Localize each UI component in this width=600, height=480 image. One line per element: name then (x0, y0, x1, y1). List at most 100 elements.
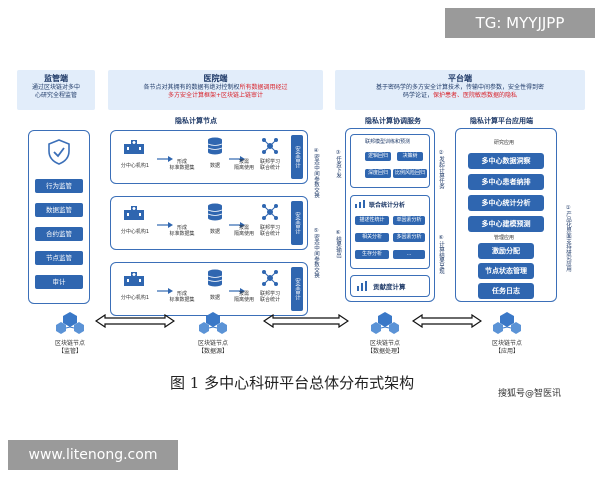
tg-watermark: TG: MYYJJPP (445, 8, 595, 38)
regulator-item: 审计 (35, 275, 83, 289)
model-chip: 逻辑回归 (365, 152, 391, 161)
regulator-item: 合约监管 (35, 227, 83, 241)
research-item: 多中心统计分析 (468, 195, 544, 211)
hospital-header-title: 医院端 (203, 74, 228, 83)
stats-chip: 相关分析 (355, 233, 389, 242)
step-dataset-label: 形成标准数据集 (165, 225, 199, 237)
step-federated-line2: 联合统计 (259, 231, 280, 237)
db-label: 数据 (209, 163, 220, 169)
step-isolate-line1: 按需 (238, 159, 249, 165)
blockchain-node: 区块链节点【数据源】 (188, 310, 238, 356)
step-isolate-line1: 按需 (238, 291, 249, 297)
step-federated-label: 联邦学习联合统计 (255, 159, 285, 171)
blockchain-node-icon (55, 310, 85, 340)
hospital-icon (123, 271, 145, 291)
step-isolate-line2: 隔离使用 (233, 165, 254, 171)
stats-chip: 单因素分析 (393, 216, 425, 225)
flow-param-exchange-bottom: ⑤密态中间参数交换 (313, 228, 319, 278)
step-federated-line1: 联邦学习 (259, 291, 280, 297)
flow-product-ui: ①产品化界面支持研究应用 (565, 205, 571, 272)
step-isolate-line2: 隔离使用 (233, 231, 254, 237)
hospital-icon (123, 139, 145, 159)
stats-chip: 生存分析 (355, 250, 389, 259)
security-audit-strip: 安全审计 (291, 201, 303, 245)
platform-header: 平台端 基于密码学的多方安全计算技术，传输中间参数，安全性得到密 码学论证，保护… (335, 70, 585, 110)
step-isolate-label: 按需隔离使用 (229, 291, 259, 303)
contribution-box: 贡献度计算 (350, 275, 430, 297)
arrow-right-icon (157, 147, 173, 166)
regulator-item: 数据监管 (35, 203, 83, 217)
manage-item: 节点状态管理 (478, 263, 534, 279)
model-chip: 比例风险回归 (393, 169, 427, 178)
step-dataset-label: 形成标准数据集 (165, 159, 199, 171)
application-panel: 研究应用 多中心数据洞察 多中心患者纳排 多中心统计分析 多中心建模预测 管理应… (455, 128, 557, 302)
regulator-item: 行为监管 (35, 179, 83, 193)
contribution-label: 贡献度计算 (373, 283, 406, 291)
regulator-header-line1: 通过区块链对多中 (31, 84, 80, 91)
blockchain-node-label: 区块链节点 (197, 340, 228, 347)
site-watermark-text: www.litenong.com (28, 447, 158, 463)
coordination-title: 隐私计算协调服务 (365, 117, 421, 125)
hospital-header-line1: 各节点对其拥有的数据有绝对控制权 (143, 84, 240, 91)
arrow-right-icon (229, 213, 245, 232)
hospital-header-line2: 多方安全计算框架+区块链上链审计 (167, 92, 264, 99)
hospital-header-line1-red: 所有数据调用经过 (239, 84, 288, 91)
flow-initiate-task: ②发起计算任务 (438, 150, 444, 189)
platform-header-line2-red: 保护患者、医院敏感数据的隐私 (433, 92, 518, 99)
security-audit-strip: 安全审计 (291, 135, 303, 179)
blockchain-node-label: 区块链节点 (369, 340, 400, 347)
regulator-header: 监管端 通过区块链对多中 心研究全程监管 (17, 70, 95, 110)
coordination-panel: 联邦模型训练和预测 逻辑回归 决策树 深度回归 比例风险回归 联合统计分析 描述… (345, 128, 435, 302)
step-dataset-line1: 形成 (176, 225, 187, 231)
platform-header-line1: 基于密码学的多方安全计算技术，传输中间参数，安全性得到密 (375, 84, 544, 91)
model-chip: 深度回归 (365, 169, 391, 178)
step-dataset-line1: 形成 (176, 159, 187, 165)
network-icon (261, 269, 279, 291)
blockchain-node-role: 【监管】 (57, 348, 82, 355)
database-icon (207, 269, 223, 291)
step-isolate-line2: 隔离使用 (233, 297, 254, 303)
institution-label: 分中心机构1 (120, 295, 150, 301)
stats-chip: 描述性统计 (355, 216, 389, 225)
step-dataset-line2: 标准数据集 (169, 231, 195, 237)
regulator-header-line2: 心研究全程监管 (34, 92, 77, 99)
bar-chart-icon (355, 200, 365, 208)
stats-chip: ... (393, 250, 425, 259)
stats-chip: 多因素分析 (393, 233, 425, 242)
research-item: 多中心建模预测 (468, 216, 544, 232)
site-watermark: www.litenong.com (8, 440, 178, 470)
step-isolate-label: 按需隔离使用 (229, 159, 259, 171)
blockchain-node-icon (198, 310, 228, 340)
node-arrow-1 (95, 314, 175, 328)
hospital-icon (123, 205, 145, 225)
arrow-right-icon (229, 147, 245, 166)
institution-label: 分中心机构1 (120, 163, 150, 169)
regulator-header-title: 监管端 (44, 74, 68, 83)
model-training-title: 联邦模型训练和预测 (365, 139, 411, 145)
institution-label: 分中心机构1 (120, 229, 150, 235)
joint-stats-group: 联合统计分析 描述性统计 单因素分析 相关分析 多因素分析 生存分析 ... (350, 195, 430, 269)
research-item: 多中心患者纳排 (468, 174, 544, 190)
network-icon (261, 137, 279, 159)
step-federated-label: 联邦学习联合统计 (255, 225, 285, 237)
model-training-group: 联邦模型训练和预测 逻辑回归 决策树 深度回归 比例风险回归 (350, 134, 430, 188)
hospital-header: 医院端 各节点对其拥有的数据有绝对控制权所有数据调用经过 多方安全计算框架+区块… (108, 70, 323, 110)
manage-item: 激励分配 (478, 243, 534, 259)
flow-param-exchange-top: ④密态中间参数交换 (313, 148, 319, 198)
step-dataset-label: 形成标准数据集 (165, 291, 199, 303)
node-arrow-2 (263, 314, 349, 328)
step-dataset-line1: 形成 (176, 291, 187, 297)
hospital-panel-title: 隐私计算节点 (175, 117, 217, 125)
blockchain-node: 区块链节点【监管】 (45, 310, 95, 356)
manage-label: 管理应用 (494, 235, 515, 241)
shield-check-icon (48, 139, 70, 165)
sohu-watermark: 搜狐号@智医讯 (498, 389, 562, 399)
network-icon (261, 203, 279, 225)
flow-result-present: ⑥计算结果呈现 (438, 235, 444, 274)
chart-icon (357, 281, 367, 291)
research-label: 研究应用 (494, 140, 515, 146)
flow-task-down: ③任务下发 (335, 150, 341, 178)
database-icon (207, 203, 223, 225)
